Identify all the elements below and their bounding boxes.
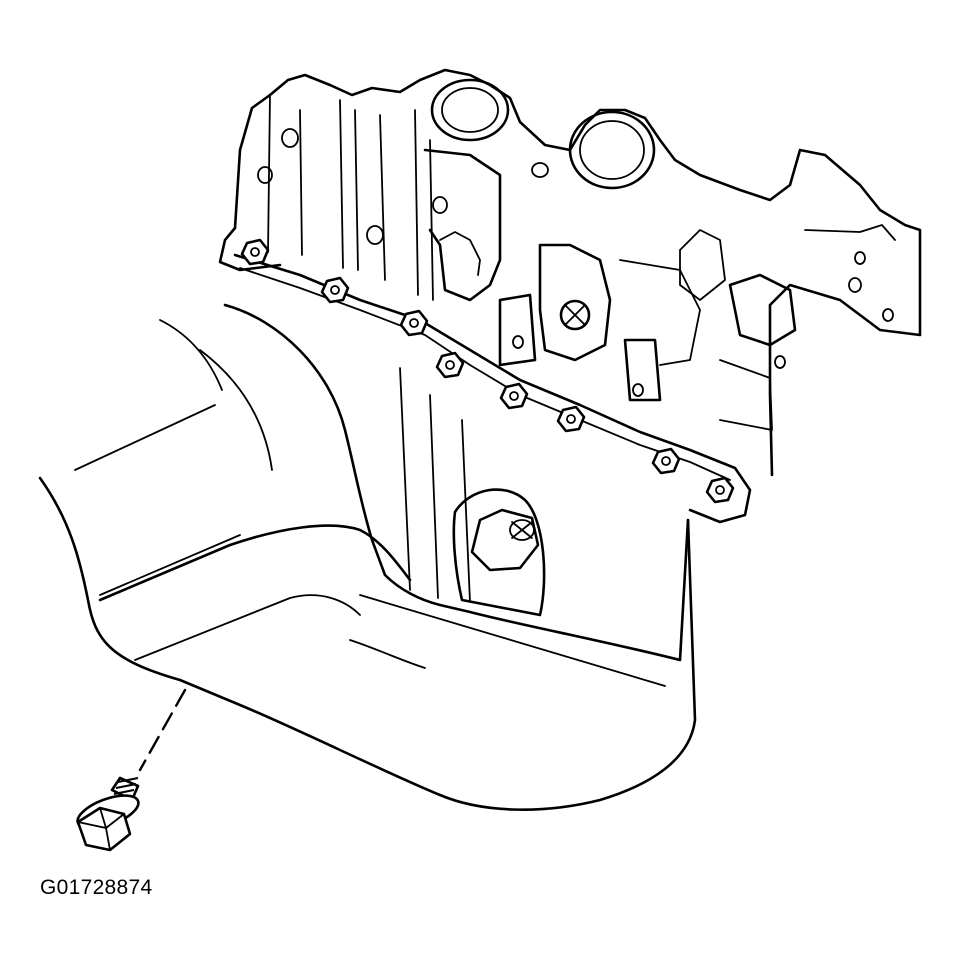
pan-rail-bolt xyxy=(499,382,529,410)
oil-pan-drain-bolt xyxy=(76,688,187,852)
pan-rail-bolt xyxy=(556,405,586,433)
pan-rail-bolt xyxy=(705,476,735,504)
engine-block xyxy=(218,68,922,477)
pan-rail-bolt xyxy=(240,238,270,266)
pan-rail-bolt xyxy=(320,276,350,304)
pan-rail-bolt xyxy=(399,309,429,337)
figure-id-label: G01728874 xyxy=(40,876,153,899)
pan-rail-bolt xyxy=(651,447,681,475)
pan-rail-bolts xyxy=(233,238,752,524)
oil-pan xyxy=(38,303,697,811)
pan-rail-bolt xyxy=(435,351,465,379)
